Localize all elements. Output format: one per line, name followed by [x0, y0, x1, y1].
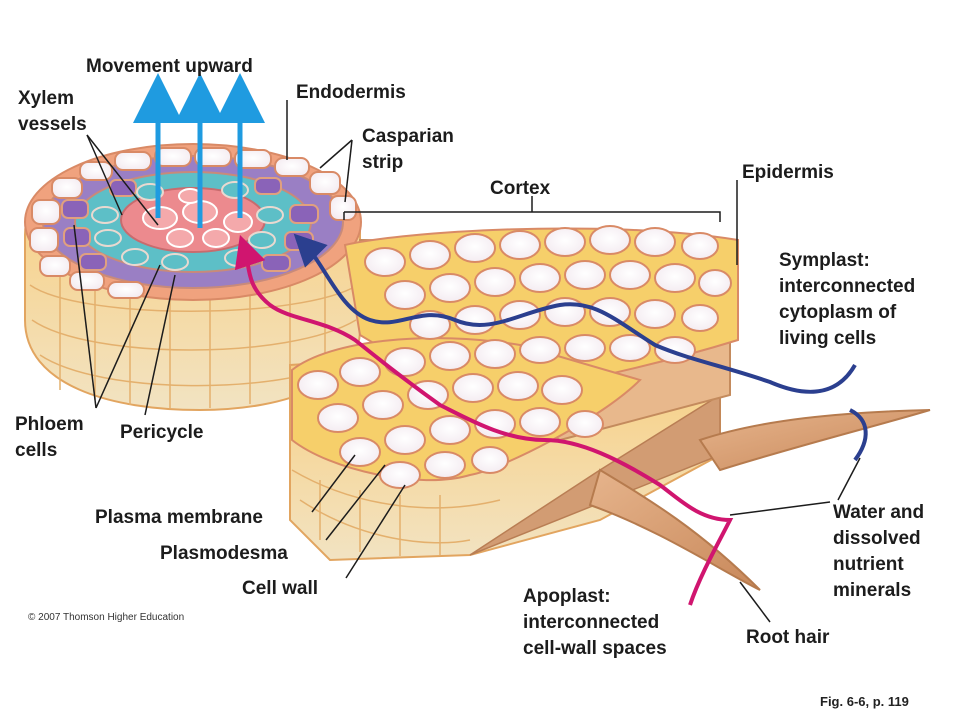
label-plasma-membrane: Plasma membrane: [95, 507, 263, 528]
label-cortex: Cortex: [490, 178, 551, 199]
label-root-hair: Root hair: [746, 627, 830, 648]
copyright-notice: © 2007 Thomson Higher Education: [28, 612, 185, 623]
upward-arrows: [133, 73, 265, 228]
root-hair: [698, 409, 931, 472]
label-endodermis: Endodermis: [296, 82, 406, 103]
label-pericycle: Pericycle: [120, 422, 204, 443]
label-cell-wall: Cell wall: [242, 578, 319, 599]
label-plasmodesma: Plasmodesma: [160, 543, 288, 564]
cortex-block: [289, 225, 739, 562]
label-apoplast: Apoplast: interconnected cell-wall space…: [523, 586, 667, 659]
root-hair-lower: [588, 468, 761, 591]
label-casparian-strip: Casparian strip: [362, 126, 454, 173]
symplast-entry: [849, 408, 868, 462]
label-phloem-cells: Phloem cells: [15, 414, 84, 461]
leader-lines: [73, 100, 861, 623]
stele-cylinder: [24, 143, 362, 412]
apoplast-pathway: [234, 234, 734, 606]
label-movement-upward: Movement upward: [86, 56, 253, 77]
symplast-pathway: [293, 233, 857, 394]
label-symplast: Symplast: interconnected cytoplasm of li…: [779, 250, 916, 349]
label-water-minerals: Water and dissolved nutrient minerals: [833, 502, 925, 601]
label-epidermis: Epidermis: [742, 162, 834, 183]
label-xylem-vessels: Xylem vessels: [18, 88, 87, 135]
figure-reference: Fig. 6-6, p. 119: [820, 694, 909, 709]
